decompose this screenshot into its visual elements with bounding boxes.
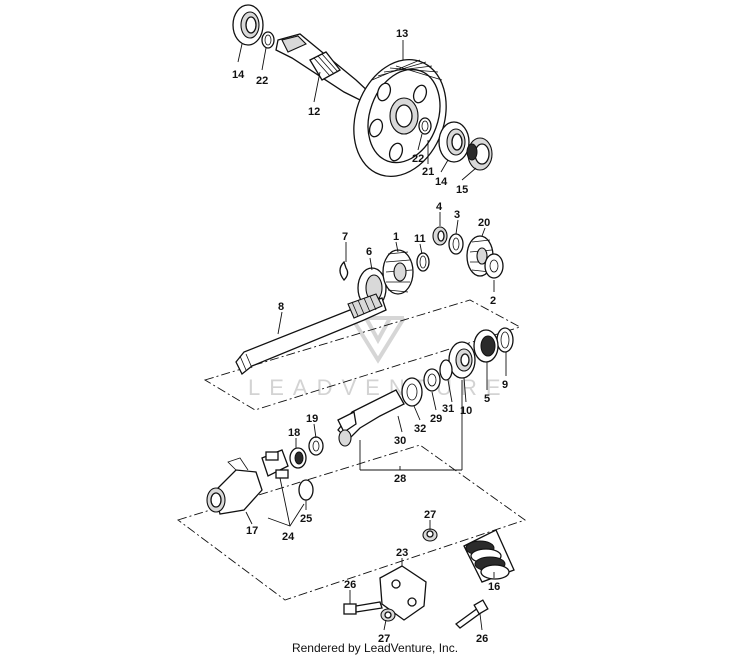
part-18-bearing-cup	[289, 447, 307, 469]
part-5-oil-seal	[473, 329, 499, 363]
part-27-nut-bottom	[380, 608, 396, 622]
callout-30: 30	[394, 435, 406, 447]
callout-27: 27	[424, 509, 436, 521]
part-16-boot	[463, 529, 515, 583]
part-7-circlip	[339, 260, 349, 281]
watermark-text: LEADVENTURE	[248, 375, 510, 400]
driveshaft-frame	[177, 444, 526, 601]
callout-31: 31	[442, 403, 454, 415]
callout-21: 21	[422, 166, 434, 178]
part-9-oring	[496, 327, 514, 353]
callout-13: 13	[396, 28, 408, 40]
part-22-washer-right	[418, 117, 432, 135]
part-8-countershaft	[235, 293, 387, 376]
callout-5: 5	[484, 393, 490, 405]
assembly-frames	[177, 299, 526, 601]
callout-9: 9	[502, 379, 508, 391]
part-26-bolt-right	[455, 599, 489, 629]
part-22-washer-left	[261, 31, 275, 49]
part-23-bracket	[379, 565, 427, 621]
leadventure-watermark: LEADVENTURE	[248, 316, 510, 400]
callout-14: 14	[435, 176, 448, 188]
part-14-bearing-right	[438, 121, 470, 163]
part-27-nut-top	[422, 528, 438, 542]
callout-26: 26	[344, 579, 356, 591]
callout-10: 10	[460, 405, 472, 417]
part-3-washer	[448, 233, 464, 255]
callout-6: 6	[366, 246, 372, 258]
part-31-snap-ring	[439, 359, 453, 381]
callout-15: 15	[456, 184, 468, 196]
callout-11: 11	[414, 233, 426, 245]
callout-24: 24	[282, 531, 295, 543]
callout-18: 18	[288, 427, 300, 439]
callout-1: 1	[393, 231, 399, 243]
part-29-washer	[423, 368, 441, 392]
part-25-circlip	[298, 479, 314, 501]
part-15-bearing-race	[466, 137, 493, 171]
callout-14: 14	[232, 69, 245, 81]
part-14-bearing-left	[232, 4, 264, 46]
part-12-output-shaft	[275, 33, 373, 103]
callout-2: 2	[490, 295, 496, 307]
leader-lines	[237, 40, 507, 631]
callout-17: 17	[246, 525, 258, 537]
callout-26: 26	[476, 633, 488, 645]
callout-25: 25	[300, 513, 312, 525]
callout-28: 28	[394, 473, 406, 485]
part-30-yoke	[337, 389, 405, 447]
credit-line: Rendered by LeadVenture, Inc.	[291, 641, 459, 655]
callout-8: 8	[278, 301, 284, 313]
callout-27: 27	[378, 633, 390, 645]
callout-19: 19	[306, 413, 318, 425]
callout-23: 23	[396, 547, 408, 559]
callout-16: 16	[488, 581, 500, 593]
part-13-ring-gear	[353, 58, 447, 178]
countershaft-frame	[203, 299, 522, 411]
part-11-snap-ring	[416, 252, 430, 272]
callout-32: 32	[414, 423, 426, 435]
part-10-bearing	[448, 341, 476, 379]
callout-3: 3	[454, 209, 460, 221]
callout-20: 20	[478, 217, 490, 229]
part-4-nut	[432, 226, 448, 246]
callout-7: 7	[342, 231, 348, 243]
callout-22: 22	[412, 153, 424, 165]
part-2-washer	[484, 253, 504, 279]
part-17-yoke	[206, 457, 263, 515]
callout-12: 12	[308, 106, 320, 118]
part-32-shim	[401, 377, 423, 407]
part-19-washer	[308, 436, 324, 456]
part-24-spider	[261, 449, 289, 479]
callout-labels: 13 14 22 12 22 21 14 15 4 3 20 7 6 1 11 …	[232, 28, 508, 645]
callout-29: 29	[430, 413, 442, 425]
callout-22: 22	[256, 75, 268, 87]
part-1-drive-pinion	[382, 249, 414, 295]
callout-4: 4	[436, 201, 443, 213]
